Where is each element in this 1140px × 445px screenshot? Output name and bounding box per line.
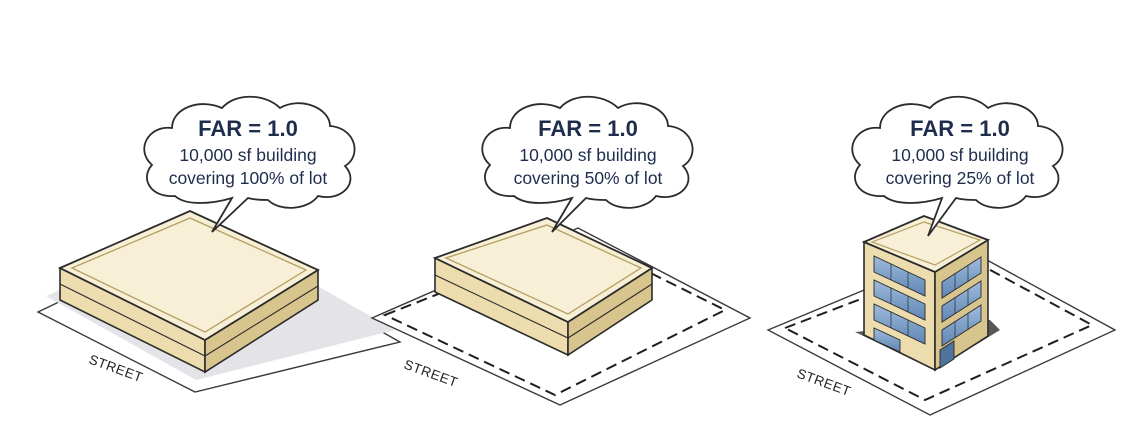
building-size-2: 10,000 sf building [519,145,656,165]
far-title-3: FAR = 1.0 [910,116,1010,141]
far-title-2: FAR = 1.0 [538,116,638,141]
building-2 [432,217,654,357]
panel-3: STREET [766,215,1117,416]
street-label-2: STREET [402,357,460,390]
windows-right [941,256,982,347]
callout-2: FAR = 1.0 10,000 sf building covering 50… [481,95,694,233]
callout-3: FAR = 1.0 10,000 sf building covering 25… [851,95,1064,237]
coverage-text-2: covering 50% of lot [514,168,663,188]
building-size-1: 10,000 sf building [179,145,316,165]
far-title-1: FAR = 1.0 [198,116,298,141]
panel-1: STREET [36,210,402,393]
cloud-bubble-2 [481,95,694,233]
cloud-bubble-1 [143,95,356,233]
building-3 [861,215,991,372]
entrance-door [939,340,955,369]
building-1 [57,210,320,374]
cloud-bubble-3 [851,95,1064,237]
building-size-3: 10,000 sf building [891,145,1028,165]
windows-left [873,255,926,353]
panel-2: STREET [370,217,752,406]
callout-1: FAR = 1.0 10,000 sf building covering 10… [143,95,356,233]
coverage-text-1: covering 100% of lot [169,168,328,188]
coverage-text-3: covering 25% of lot [886,168,1035,188]
